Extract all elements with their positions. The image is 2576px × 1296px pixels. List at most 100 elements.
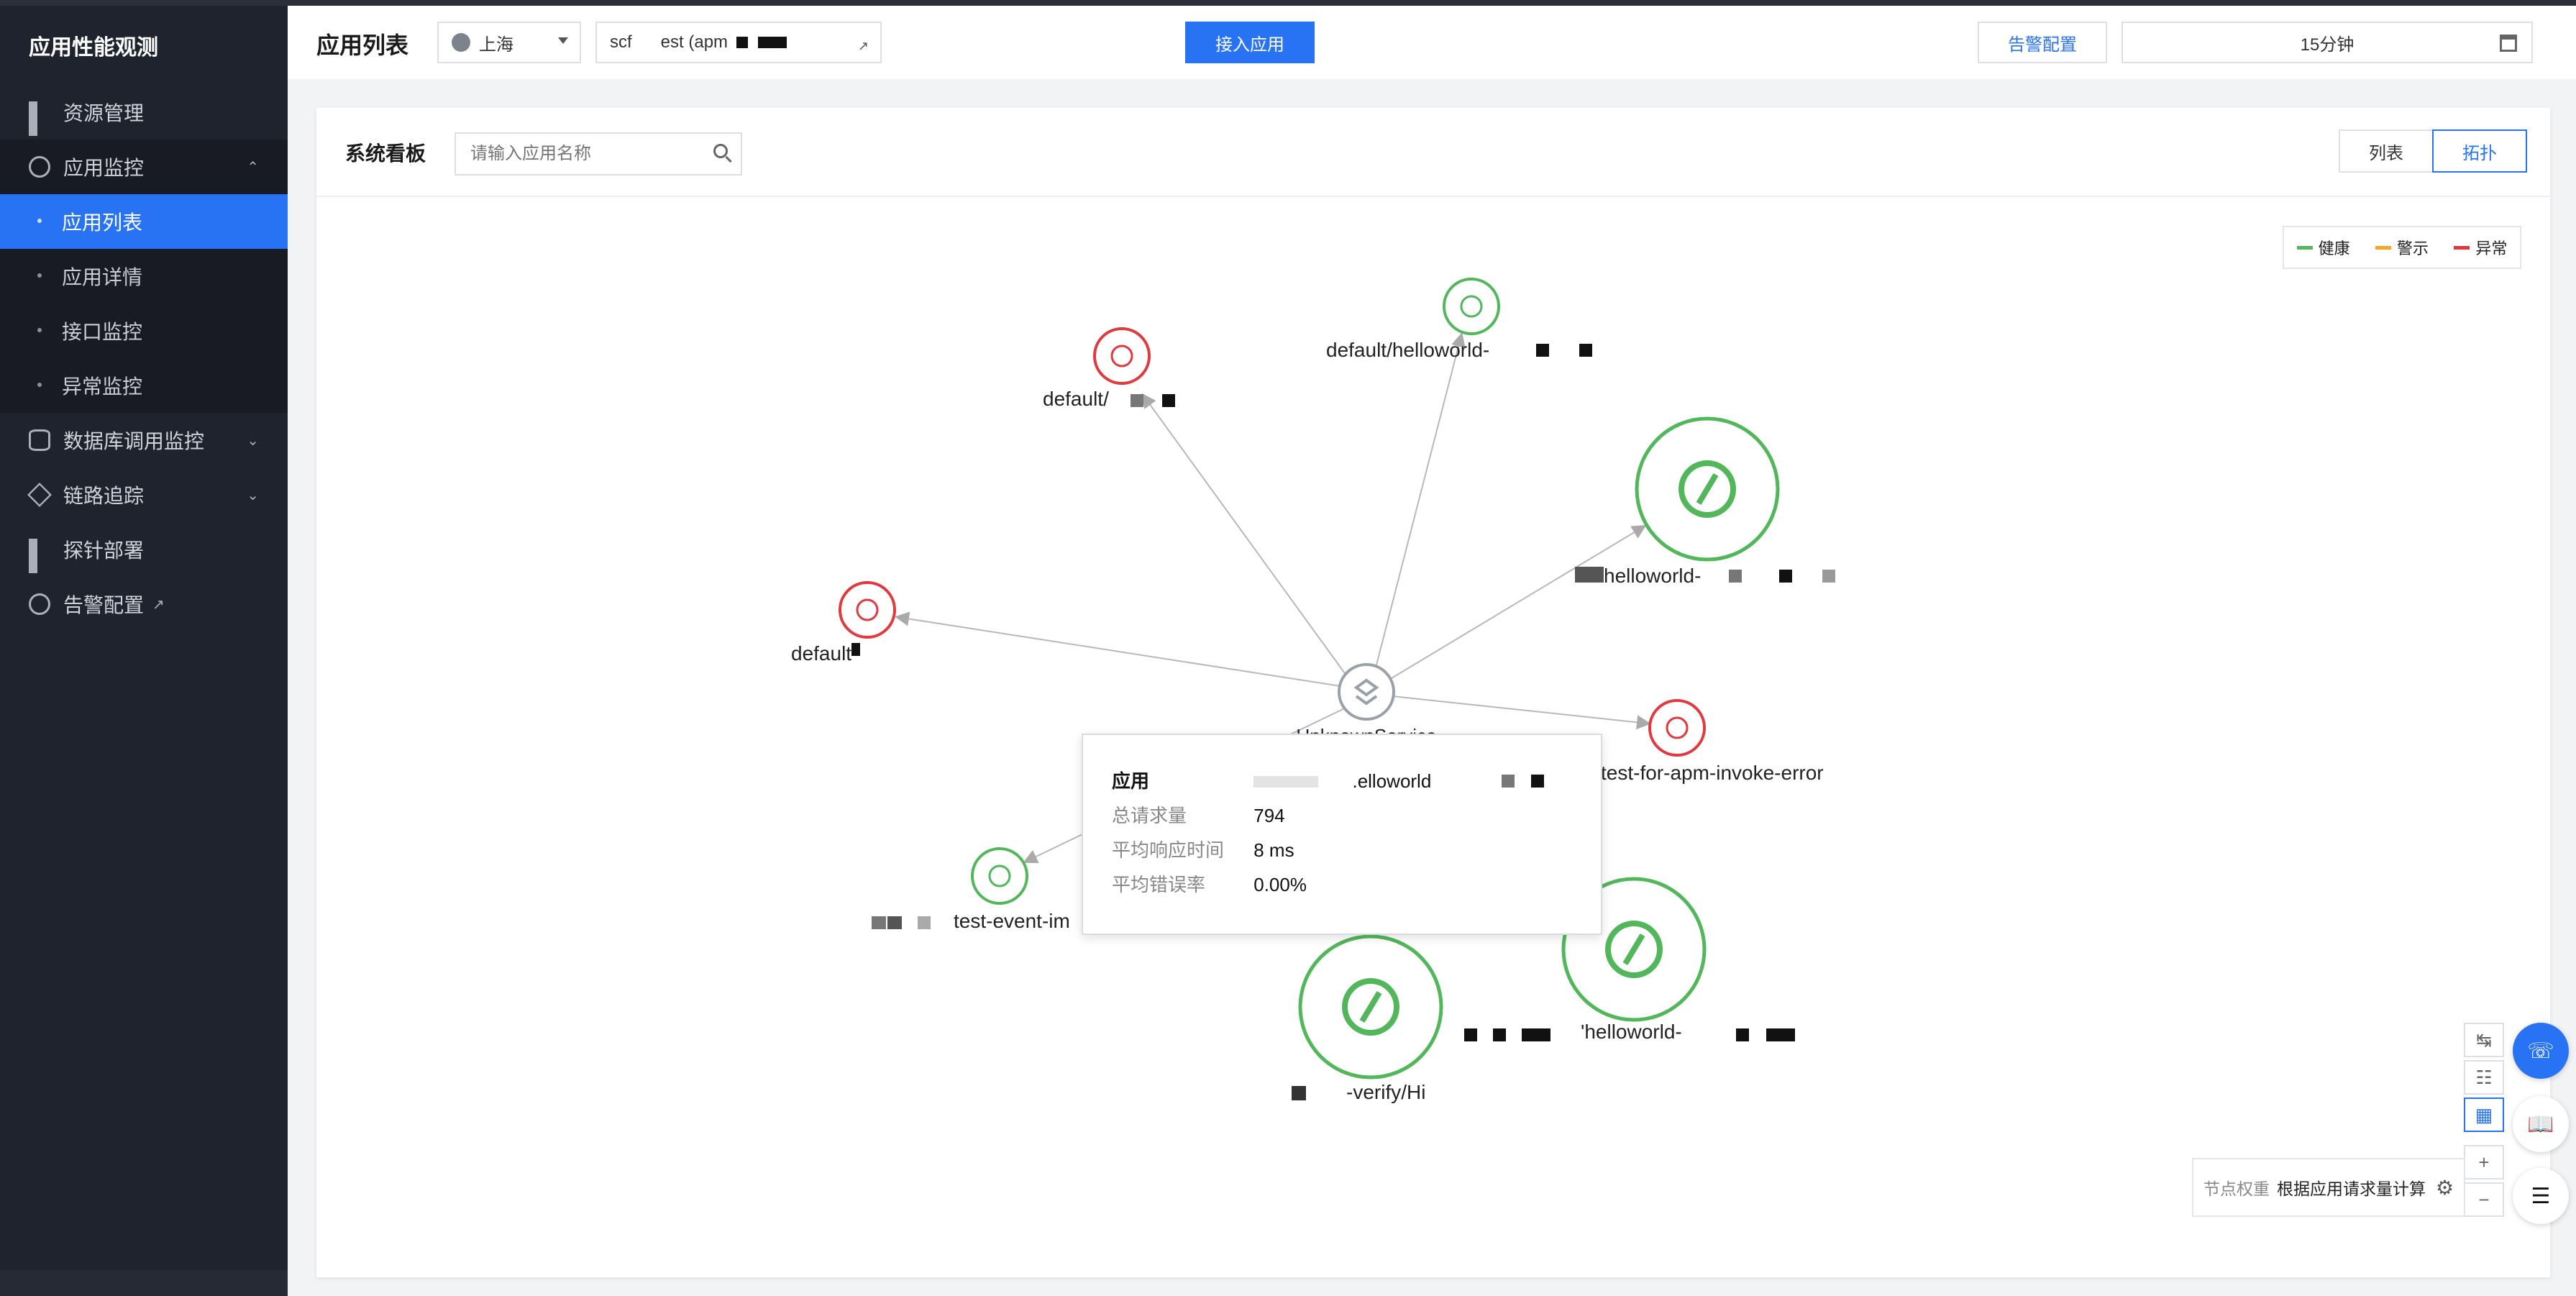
topology-graph[interactable]: UnknownService default/ default/hellowor… [316,108,2550,1277]
calendar-icon [2500,35,2517,52]
panel-header: 系统看板 列表 拓扑 [316,108,2550,197]
hierarchy-layout-icon[interactable]: ☷ [2464,1060,2504,1095]
instance-select[interactable]: scf est (apm ↗ [595,22,882,63]
tooltip-row: 平均错误率 0.00% [1112,870,1307,897]
brand-title: 应用性能观测 [29,36,158,60]
grid-icon [29,101,50,136]
legend-healthy: 健康 [2296,236,2350,259]
node-label: test-for-apm-invoke-error [1601,762,1824,784]
alert-config-button[interactable]: 告警配置 [1978,22,2107,63]
chevron-down-icon: ⌄ [247,432,259,449]
search-input[interactable] [456,143,702,165]
tooltip-row: 平均响应时间 8 ms [1112,836,1294,862]
sidebar-item-resource[interactable]: 资源管理 [0,85,288,140]
gear-icon[interactable]: ⚙ [2436,1176,2454,1199]
legend-error: 异常 [2454,236,2507,259]
caret-down-icon [558,37,568,44]
sidebar-subitem-exception-monitor[interactable]: 异常监控 [0,358,288,413]
node-label: helloworld- [1604,565,1701,587]
caret-down-icon: ↗ [857,39,869,53]
hexagon-icon [27,483,52,507]
connect-app-button[interactable]: 接入应用 [1185,22,1315,63]
weight-label: 节点权重 [2203,1179,2270,1198]
legend-label: 异常 [2475,239,2508,257]
topology-node[interactable]: test-for-apm-invoke-error [1601,699,1824,784]
sidebar-item-label: 探针部署 [63,539,145,562]
search-icon [713,144,728,158]
masked-text [1530,775,1544,788]
database-icon [29,429,50,451]
node-label: default [791,642,851,665]
sidebar-item-db-monitor[interactable]: 数据库调用监控 ⌄ [0,413,288,467]
topology-node[interactable]: default [791,581,896,665]
docs-icon[interactable]: 📖 [2513,1096,2569,1152]
weight-value: 根据应用请求量计算 [2277,1179,2426,1198]
sidebar-item-tracing[interactable]: 链路追踪 ⌄ [0,467,288,522]
sidebar-subitem-label: 应用详情 [62,266,143,288]
instance-select-value: scf est (apm [610,32,729,52]
legend-swatch [2375,245,2391,250]
pulse-icon [29,156,50,178]
sidebar-subitem-label: 接口监控 [62,321,143,343]
pulse-icon [29,593,50,615]
sidebar-item-label: 链路追踪 [63,485,145,507]
sidebar-item-app-monitor[interactable]: 应用监控 ⌃ [0,140,288,194]
topology-node[interactable]: helloworld- [1575,416,1835,587]
topology-node[interactable]: default/helloworld- [1326,278,1592,361]
sidebar-item-label: 数据库调用监控 [63,430,205,452]
view-topology-button[interactable]: 拓扑 [2432,129,2527,173]
sidebar: 应用性能观测 资源管理 应用监控 ⌃ 应用列表 应用详情 接口监控 异常监控 数… [0,6,288,1296]
zoom-in-icon[interactable]: + [2464,1145,2504,1179]
grid-icon [29,539,50,573]
region-select-value: 上海 [479,35,513,55]
app-search-box[interactable] [455,132,742,175]
time-range-value: 15分钟 [2300,35,2355,55]
header: 应用列表 上海 scf est (apm ↗ 接入应用 告警配置 15分钟 [288,6,2576,79]
support-icon[interactable]: ☏ [2513,1023,2569,1079]
legend-swatch [2296,245,2313,250]
topology-node[interactable]: -verify/Hi [1292,934,1550,1103]
masked-text [1253,776,1319,788]
sidebar-subitem-app-detail[interactable]: 应用详情 [0,249,288,304]
zoom-out-icon[interactable]: − [2464,1182,2504,1217]
tooltip-app-row: 应用 .elloworld [1112,767,1544,793]
top-bar [0,0,2576,6]
menu-icon[interactable]: ☰ [2513,1168,2569,1224]
sidebar-item-label: 资源管理 [63,102,145,124]
sidebar-item-probe-deploy[interactable]: 探针部署 [0,522,288,577]
time-range-picker[interactable]: 15分钟 [2121,22,2533,63]
bullet-icon [37,219,42,223]
node-label: default/ [1043,388,1109,410]
tooltip-key: 总请求量 [1112,805,1187,826]
chevron-down-icon: ⌄ [247,487,259,503]
node-tooltip: 应用 .elloworld 总请求量 794 平均响应时间 8 ms 平均错误率… [1082,734,1602,935]
bullet-icon [37,383,42,387]
masked-text [736,37,749,48]
status-legend: 健康 警示 异常 [2283,226,2521,269]
legend-label: 健康 [2318,239,2350,257]
legend-swatch [2454,245,2470,250]
tooltip-app-label: 应用 [1112,770,1150,792]
graph-toolbar: ↹ ☷ ▦ + − [2464,1023,2507,1220]
page-title: 应用列表 [316,32,409,58]
tooltip-app-value: .elloworld [1352,770,1432,792]
tooltip-key: 平均错误率 [1112,874,1206,895]
sidebar-subitem-label: 应用列表 [62,211,143,234]
sidebar-subitem-app-list[interactable]: 应用列表 [0,194,288,249]
external-link-icon: ↗ [152,596,165,613]
grid-layout-icon[interactable]: ▦ [2464,1098,2504,1132]
sidebar-subitem-label: 异常监控 [62,375,143,398]
node-weight-control[interactable]: 节点权重 根据应用请求量计算 ⚙ [2192,1158,2465,1217]
tooltip-value: 794 [1253,805,1285,826]
panel-title: 系统看板 [345,142,426,165]
chevron-up-icon: ⌃ [247,159,259,175]
region-select[interactable]: 上海 [437,22,581,63]
sidebar-item-alert-config[interactable]: 告警配置 ↗ [0,577,288,631]
node-label: 'helloworld- [1581,1021,1682,1043]
sidebar-footer [0,1270,288,1296]
fit-view-icon[interactable]: ↹ [2464,1023,2504,1057]
topology-node[interactable]: test-event-im [872,847,1070,932]
topology-node[interactable]: default/ [1043,327,1175,410]
sidebar-subitem-api-monitor[interactable]: 接口监控 [0,304,288,358]
tooltip-row: 总请求量 794 [1112,801,1285,828]
